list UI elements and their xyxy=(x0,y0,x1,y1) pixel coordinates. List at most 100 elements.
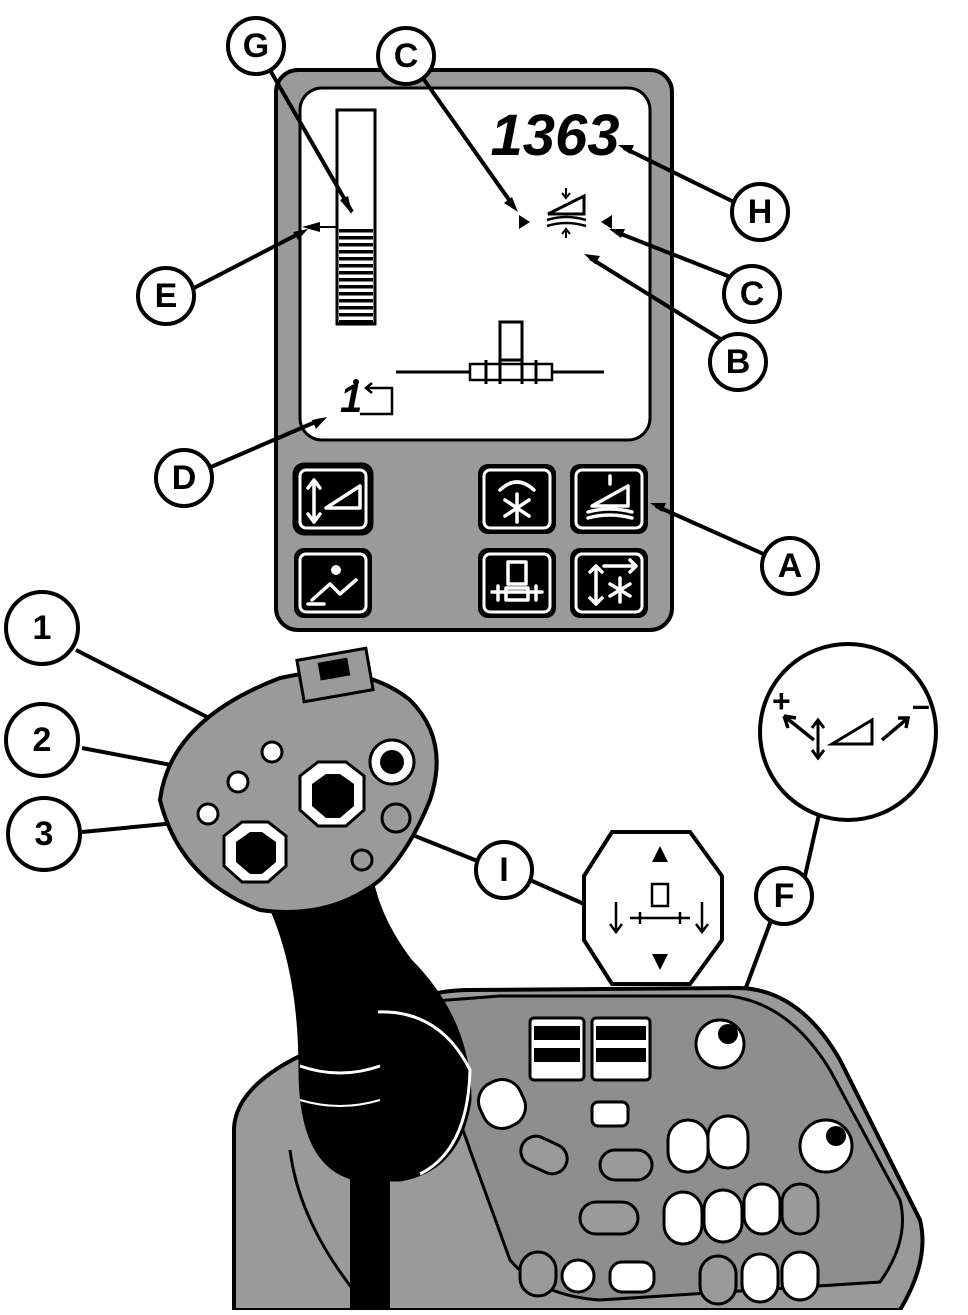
callout-H: H xyxy=(730,182,790,242)
svg-text:1: 1 xyxy=(33,609,52,647)
inset-dial-circle xyxy=(758,642,938,822)
callout-F: F xyxy=(754,866,814,926)
lcd-screen xyxy=(298,86,652,442)
svg-text:3: 3 xyxy=(35,815,54,853)
callout-C-right: C xyxy=(722,264,782,324)
dial-updown-arrow-icon xyxy=(810,717,826,761)
callout-A: A xyxy=(760,536,820,596)
gear-indicator: 1 xyxy=(340,377,394,421)
up-triangle-icon xyxy=(652,846,668,862)
bargraph-segment xyxy=(339,243,373,247)
hitch-joystick xyxy=(157,646,472,1310)
hex-button-detail-inset xyxy=(582,830,724,986)
hitch-raise-lower-button[interactable] xyxy=(292,462,374,536)
console-button-2[interactable] xyxy=(516,1131,572,1178)
console-button-8[interactable] xyxy=(662,1190,704,1246)
display-monitor: 1363 1 xyxy=(274,68,674,632)
svg-text:A: A xyxy=(778,547,803,585)
tractor-hitch-button[interactable] xyxy=(478,548,556,618)
operator-seat-icon xyxy=(310,578,358,602)
callout-2: 2 xyxy=(4,702,80,778)
dial-plus-label: + xyxy=(772,683,791,719)
joystick-button-2[interactable] xyxy=(226,770,250,794)
joystick-button-3[interactable] xyxy=(196,802,220,826)
svg-text:D: D xyxy=(172,459,197,497)
console-button-6[interactable] xyxy=(666,1118,710,1174)
dial-detail-inset: + – xyxy=(758,642,938,822)
drop-rate-arc-icon xyxy=(498,480,536,492)
callout-B: B xyxy=(708,332,768,392)
gear-digit: 1 xyxy=(340,377,362,421)
tractor-icon xyxy=(506,560,528,586)
svg-text:I: I xyxy=(499,851,508,889)
joystick-thumb-button[interactable] xyxy=(350,848,374,872)
bargraph-segment xyxy=(339,320,373,324)
bargraph-segment xyxy=(339,313,373,317)
svg-text:E: E xyxy=(155,277,178,315)
svg-text:B: B xyxy=(726,343,751,381)
draft-control-button[interactable] xyxy=(570,464,648,534)
console-button-14[interactable] xyxy=(780,1250,820,1302)
console-button-7[interactable] xyxy=(706,1114,750,1170)
console-knob-2[interactable] xyxy=(798,1118,854,1174)
callout-I: I xyxy=(474,840,534,900)
console-button-4[interactable] xyxy=(578,1200,640,1236)
draft-control-symbol xyxy=(519,188,612,238)
dial-minus-label: – xyxy=(912,687,930,723)
console-button-3[interactable] xyxy=(598,1148,654,1182)
bargraph-segment xyxy=(339,299,373,303)
svg-text:2: 2 xyxy=(33,721,52,759)
tractor-small-icon xyxy=(650,882,670,908)
callout-D: D xyxy=(154,448,214,508)
bargraph-segment xyxy=(339,278,373,282)
up-down-arrow-icon xyxy=(306,478,322,524)
console-button-13[interactable] xyxy=(740,1252,780,1304)
svg-text:C: C xyxy=(394,37,419,75)
callouts: G C H C E B D A 1 2 3 I F xyxy=(4,16,820,926)
hitch-graphic xyxy=(396,320,604,384)
bargraph-segment xyxy=(339,236,373,240)
svg-text:G: G xyxy=(243,27,269,65)
operator-presence-button[interactable] xyxy=(294,548,372,618)
joystick-button-1[interactable] xyxy=(260,740,284,764)
c-left-triangle-icon xyxy=(519,215,530,229)
console-button-9[interactable] xyxy=(702,1188,744,1244)
console-button-16[interactable] xyxy=(608,1260,656,1294)
svg-text:F: F xyxy=(774,877,795,915)
console-button-10[interactable] xyxy=(742,1182,782,1236)
dial-right-arrow-icon xyxy=(880,716,911,742)
c-right-triangle-icon xyxy=(601,215,612,229)
console-button-12[interactable] xyxy=(698,1254,738,1306)
console-round-button[interactable] xyxy=(560,1258,596,1294)
monitor-keypad xyxy=(292,462,648,618)
console-button-11[interactable] xyxy=(780,1182,820,1236)
drop-rate-button[interactable] xyxy=(478,464,556,534)
console-button-1[interactable] xyxy=(472,1073,532,1135)
height-limit-button[interactable] xyxy=(570,548,648,618)
height-arrow-icon xyxy=(588,564,604,606)
console-knob-1[interactable] xyxy=(694,1018,746,1070)
bargraph-segment xyxy=(339,229,373,233)
dial-left-arrow-icon xyxy=(782,714,816,742)
hitch-position-bargraph xyxy=(302,108,377,326)
callout-C-top: C xyxy=(376,26,436,86)
setpoint-marker-icon xyxy=(302,222,320,232)
bargraph-segments xyxy=(339,229,373,324)
joystick-grip[interactable] xyxy=(259,878,472,1182)
svg-text:H: H xyxy=(748,193,773,231)
callout-1: 1 xyxy=(4,590,80,666)
bargraph-segment xyxy=(339,292,373,296)
inset-hex-button xyxy=(582,830,724,986)
joystick-small-button[interactable] xyxy=(380,802,412,834)
callout-3: 3 xyxy=(6,796,82,872)
joystick-head xyxy=(157,670,439,914)
engine-speed-readout: 1363 xyxy=(490,103,619,168)
bargraph-segment xyxy=(339,264,373,268)
snowflake-icon xyxy=(503,492,531,524)
bargraph-segment xyxy=(339,257,373,261)
console-button-15[interactable] xyxy=(518,1250,558,1298)
console-button-5[interactable] xyxy=(590,1100,630,1128)
down-triangle-icon xyxy=(652,954,668,970)
